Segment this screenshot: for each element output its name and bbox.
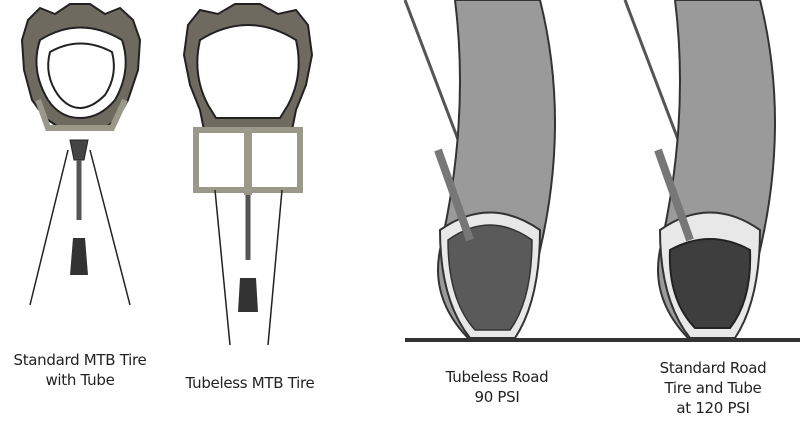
caption-standard-road: Standard Road Tire and Tube at 120 PSI (633, 358, 793, 418)
standard-mtb-illustration (20, 3, 142, 306)
caption-line: with Tube (45, 371, 115, 389)
tubeless-road-illustration (403, 0, 556, 341)
tubeless-mtb-illustration (182, 3, 314, 346)
caption-tubeless-road: Tubeless Road 90 PSI (417, 367, 577, 407)
caption-line: Standard Road (659, 359, 767, 377)
caption-tubeless-mtb: Tubeless MTB Tire (170, 373, 330, 393)
caption-line: Tubeless MTB Tire (185, 374, 315, 392)
standard-road-illustration (623, 0, 776, 341)
caption-line: Tubeless Road (445, 368, 549, 386)
caption-line: at 120 PSI (676, 399, 750, 417)
caption-line: Tire and Tube (664, 379, 762, 397)
caption-line: Standard MTB Tire (13, 351, 147, 369)
caption-standard-mtb: Standard MTB Tire with Tube (0, 350, 160, 390)
caption-line: 90 PSI (474, 388, 520, 406)
